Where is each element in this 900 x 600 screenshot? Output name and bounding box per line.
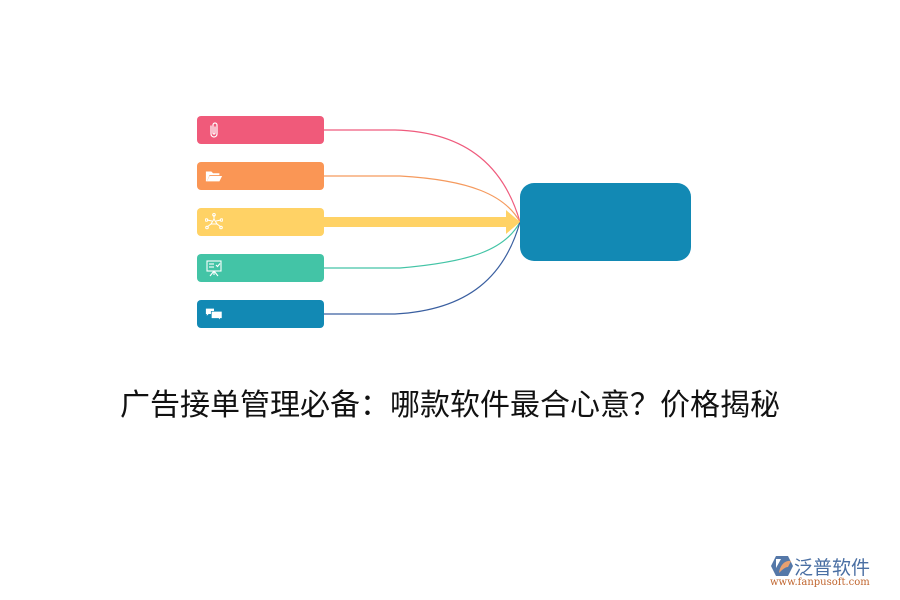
diagram-item-2[interactable] (197, 162, 324, 190)
network-icon (205, 213, 223, 231)
connector-line-5 (324, 221, 521, 315)
diagram-item-3[interactable] (197, 208, 324, 236)
diagram-item-1[interactable] (197, 116, 324, 144)
logo: 泛普软件 www.fanpusoft.com (768, 553, 893, 593)
arrow-head (506, 210, 520, 234)
chat-bubbles-icon (205, 305, 223, 323)
logo-brand-text: 泛普软件 (794, 557, 871, 579)
presentation-board-icon (205, 259, 223, 277)
connector-line-1 (324, 129, 521, 223)
target-box[interactable] (520, 183, 691, 261)
logo-url-text: www.fanpusoft.com (770, 577, 870, 588)
connector-line-4 (324, 221, 521, 269)
connector-line-2 (324, 175, 521, 223)
fanpu-logo-icon (770, 555, 794, 577)
diagram-item-4[interactable] (197, 254, 324, 282)
folder-open-icon (205, 167, 223, 185)
page-title: 广告接单管理必备：哪款软件最合心意？价格揭秘 (120, 388, 780, 423)
arrow-shaft (320, 217, 508, 227)
paperclip-icon (205, 121, 223, 139)
diagram-item-5[interactable] (197, 300, 324, 328)
